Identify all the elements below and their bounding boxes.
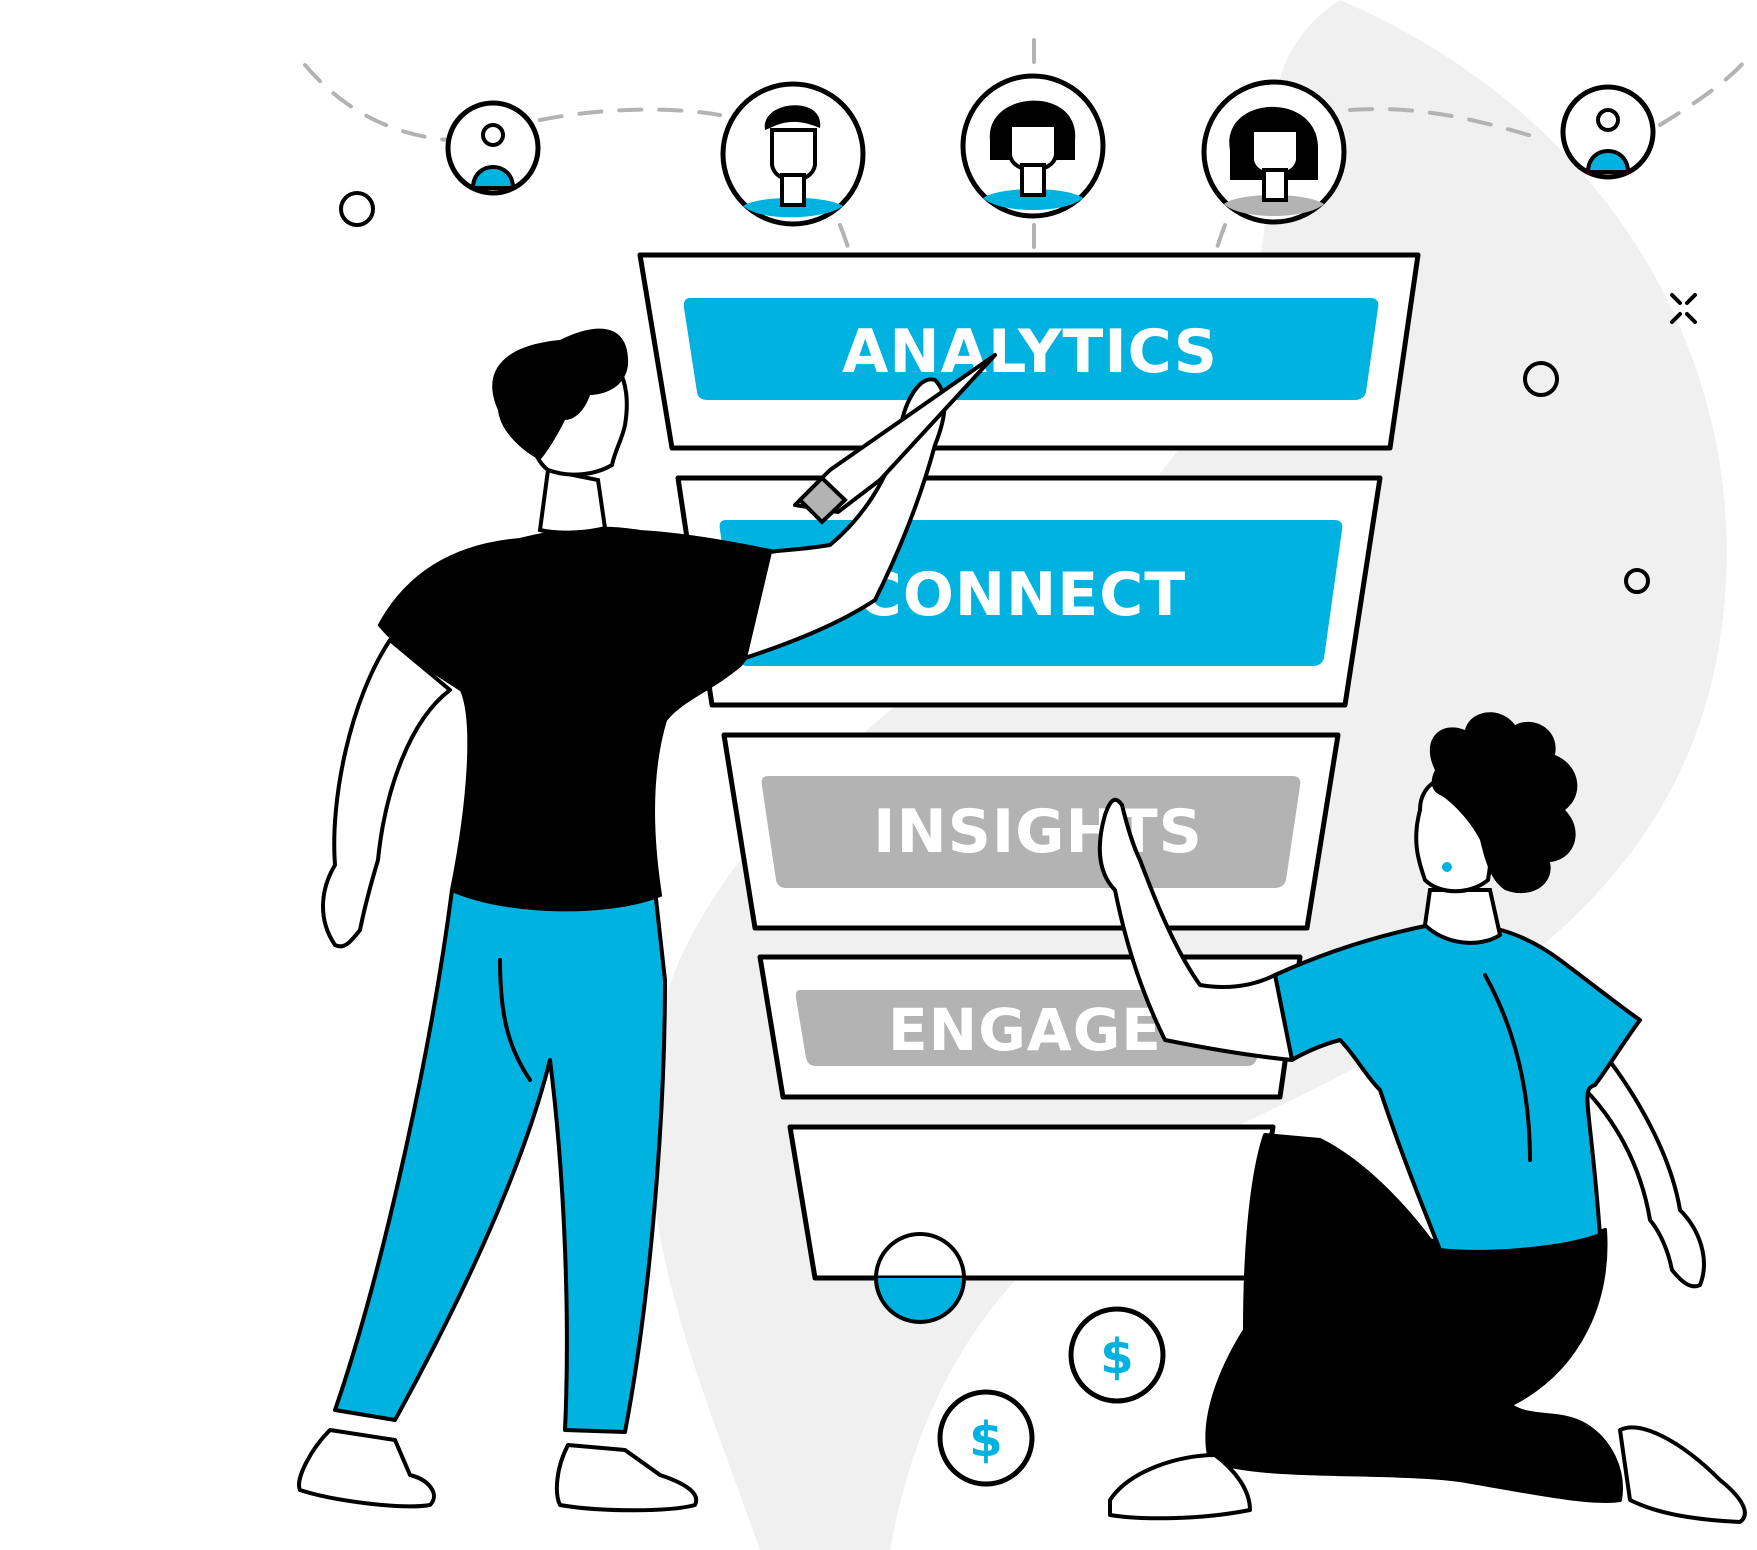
decor-circle	[339, 191, 375, 227]
decor-circle	[1523, 361, 1559, 397]
user-avatar-icon	[1560, 84, 1656, 180]
woman-avatar-icon	[1201, 79, 1347, 225]
pen-icon	[793, 353, 997, 525]
sparkle-icon	[1670, 293, 1697, 324]
funnel-tier-5	[787, 1124, 1276, 1281]
stage-bar-analytics	[683, 298, 1379, 400]
curly-hair	[1429, 712, 1578, 894]
woman-figure	[1097, 712, 1747, 1524]
dollar-coin-icon: $	[1068, 1306, 1166, 1404]
user-avatar-icon	[445, 100, 541, 196]
coin-symbol: $	[969, 1412, 1002, 1468]
man-figure	[297, 328, 997, 1513]
coin-symbol: $	[1100, 1329, 1133, 1385]
decor-circle	[1624, 568, 1650, 594]
stage-label-analytics: ANALYTICS	[842, 317, 1218, 387]
woman-avatar-icon	[960, 73, 1106, 219]
stage-label-engage: ENGAGE	[888, 996, 1162, 1064]
stage-label-insights: INSIGHTS	[873, 797, 1203, 867]
dollar-coin-icon: $	[937, 1389, 1035, 1487]
funnel-drop	[874, 1232, 966, 1324]
stage-label-connect: CONNECT	[858, 560, 1186, 630]
stage-bar-insights	[761, 776, 1301, 888]
man-avatar-icon	[720, 81, 866, 227]
